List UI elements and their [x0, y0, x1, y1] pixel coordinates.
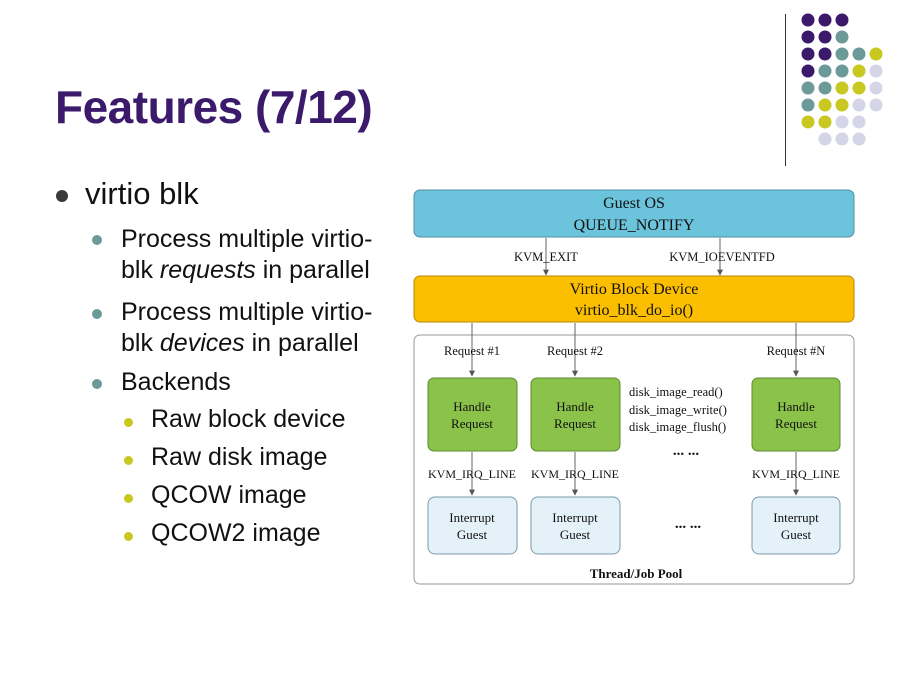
virtio-block-device-label: Virtio Block Device — [570, 281, 699, 298]
bullet-devices-line1: Process multiple virtio- — [121, 298, 373, 326]
kvm-ioeventfd-label: KVM_IOEVENTFD — [669, 250, 775, 264]
decor-dot — [818, 13, 832, 27]
guest-os-label: Guest OS — [603, 195, 665, 212]
queue-notify-label: QUEUE_NOTIFY — [574, 217, 695, 234]
guest-os-box — [413, 189, 855, 238]
decor-dot — [801, 81, 815, 95]
decor-dot — [852, 115, 866, 129]
interrupt-guest-1 — [427, 496, 518, 555]
disk-image-flush-label: disk_image_flush() — [629, 420, 726, 434]
bullet-dot-l3 — [124, 532, 133, 541]
decor-dot — [835, 98, 849, 112]
decor-dot — [852, 98, 866, 112]
backend-raw-disk: Raw disk image — [151, 443, 328, 471]
ellipsis-lower: ... ... — [675, 516, 702, 532]
handle-request-2-line1: Handle — [556, 399, 594, 414]
decor-dot — [869, 98, 883, 112]
bullet-list: virtio blk Process multiple virtio- blk … — [0, 0, 420, 676]
bullet-virtio-blk: virtio blk — [85, 176, 199, 211]
interrupt-guest-n-line2: Guest — [781, 527, 812, 542]
slide-title: Features (7/12) — [55, 81, 373, 133]
decor-dot — [801, 98, 815, 112]
decor-dot — [818, 98, 832, 112]
decor-dot — [835, 30, 849, 44]
bullet-dot-l3 — [124, 418, 133, 427]
decor-dot — [818, 30, 832, 44]
interrupt-guest-n — [751, 496, 841, 555]
decor-dot — [852, 47, 866, 61]
decor-dot — [869, 81, 883, 95]
bullet-devices-line2: blk devices in parallel — [121, 329, 359, 357]
decor-dot — [835, 47, 849, 61]
handle-request-n-line1: Handle — [777, 399, 815, 414]
bullet-dot-l3 — [124, 456, 133, 465]
ellipsis-upper: ... ... — [673, 443, 700, 459]
bullet-dot-l1 — [56, 190, 68, 202]
decor-dot — [869, 47, 883, 61]
decor-dot — [835, 13, 849, 27]
decor-dot — [801, 64, 815, 78]
irq-2-label: KVM_IRQ_LINE — [531, 467, 619, 481]
decor-dot — [852, 81, 866, 95]
backend-qcow2: QCOW2 image — [151, 519, 321, 547]
bullet-requests-line1: Process multiple virtio- — [121, 225, 373, 253]
handle-request-n — [751, 377, 841, 452]
disk-image-write-label: disk_image_write() — [629, 403, 727, 417]
bullet-dot-l3 — [124, 494, 133, 503]
interrupt-guest-1-line1: Interrupt — [449, 510, 495, 525]
decor-dot — [801, 30, 815, 44]
decor-dot — [801, 47, 815, 61]
decor-dot — [852, 64, 866, 78]
decor-dot — [835, 132, 849, 146]
decor-dot — [818, 81, 832, 95]
bullet-devices: Process multiple virtio- blk devices in … — [121, 297, 372, 359]
handle-request-n-line2: Request — [775, 416, 817, 431]
bullet-dot-l2 — [92, 309, 102, 319]
irq-1-label: KVM_IRQ_LINE — [428, 467, 516, 481]
virtio-blk-do-io-label: virtio_blk_do_io() — [575, 302, 693, 319]
handle-request-2-line2: Request — [554, 416, 596, 431]
thread-pool-box — [413, 334, 855, 585]
decorative-dot-grid — [801, 13, 883, 146]
decor-dot — [852, 132, 866, 146]
interrupt-guest-2-line1: Interrupt — [552, 510, 598, 525]
irq-n-label: KVM_IRQ_LINE — [752, 467, 840, 481]
decor-dot — [835, 64, 849, 78]
request-2-label: Request #2 — [547, 344, 603, 358]
decor-dot — [818, 47, 832, 61]
backend-raw-block: Raw block device — [151, 405, 346, 433]
virtio-block-device-box — [413, 275, 855, 323]
decorative-divider — [785, 14, 786, 166]
interrupt-guest-1-line2: Guest — [457, 527, 488, 542]
decor-dot — [818, 115, 832, 129]
bullet-requests-line2: blk requests in parallel — [121, 256, 370, 284]
bullet-dot-l2 — [92, 235, 102, 245]
decor-dot — [869, 64, 883, 78]
bullet-requests: Process multiple virtio- blk requests in… — [121, 224, 372, 286]
request-n-label: Request #N — [767, 344, 826, 358]
decor-dot — [835, 115, 849, 129]
decor-dot — [818, 64, 832, 78]
disk-image-read-label: disk_image_read() — [629, 385, 723, 399]
handle-request-1 — [427, 377, 518, 452]
request-1-label: Request #1 — [444, 344, 500, 358]
decor-dot — [818, 132, 832, 146]
bullet-dot-l2 — [92, 379, 102, 389]
handle-request-1-line2: Request — [451, 416, 493, 431]
decor-dot — [835, 81, 849, 95]
backend-qcow: QCOW image — [151, 481, 307, 509]
decor-dot — [801, 13, 815, 27]
kvm-exit-label: KVM_EXIT — [514, 250, 578, 264]
thread-pool-label: Thread/Job Pool — [590, 566, 683, 581]
handle-request-2 — [530, 377, 621, 452]
bullet-backends: Backends — [121, 368, 231, 396]
handle-request-1-line1: Handle — [453, 399, 491, 414]
decor-dot — [801, 115, 815, 129]
interrupt-guest-2-line2: Guest — [560, 527, 591, 542]
interrupt-guest-n-line1: Interrupt — [773, 510, 819, 525]
interrupt-guest-2 — [530, 496, 621, 555]
